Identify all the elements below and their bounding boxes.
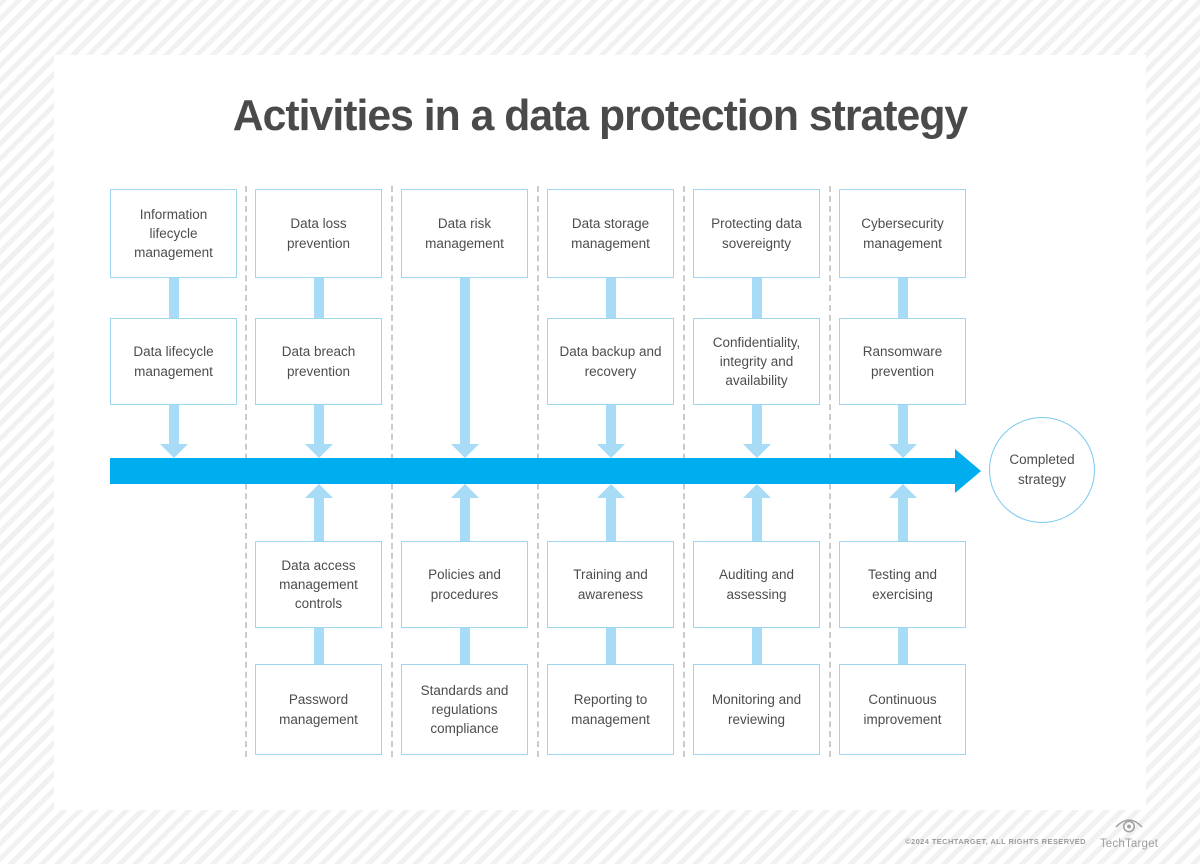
connector xyxy=(898,628,908,664)
activity-box: Ransomware prevention xyxy=(839,318,966,405)
activity-box: Cybersecurity management xyxy=(839,189,966,278)
down-arrow-shaft xyxy=(460,278,470,444)
connector xyxy=(898,278,908,318)
activity-box: Confidentiality, integrity and availabil… xyxy=(693,318,820,405)
activity-box: Data backup and recovery xyxy=(547,318,674,405)
down-arrow-icon xyxy=(451,444,479,458)
activity-box: Training and awareness xyxy=(547,541,674,628)
up-arrow-shaft xyxy=(314,498,324,541)
timeline-arrow-bar xyxy=(110,458,955,484)
connector xyxy=(606,278,616,318)
brand-name: TechTarget xyxy=(1099,838,1159,850)
connector xyxy=(606,628,616,664)
activity-box: Testing and exercising xyxy=(839,541,966,628)
activity-box: Continuous improvement xyxy=(839,664,966,755)
connector xyxy=(314,278,324,318)
up-arrow-shaft xyxy=(752,498,762,541)
down-arrow-shaft xyxy=(898,405,908,444)
activity-box: Data storage management xyxy=(547,189,674,278)
down-arrow-icon xyxy=(889,444,917,458)
up-arrow-icon xyxy=(889,484,917,498)
activity-box: Protecting data sovereignty xyxy=(693,189,820,278)
activity-box: Reporting to management xyxy=(547,664,674,755)
activity-box: Monitoring and reviewing xyxy=(693,664,820,755)
activity-box: Policies and procedures xyxy=(401,541,528,628)
activity-box: Auditing and assessing xyxy=(693,541,820,628)
down-arrow-shaft xyxy=(169,405,179,444)
connector xyxy=(314,628,324,664)
activity-box: Data risk management xyxy=(401,189,528,278)
down-arrow-icon xyxy=(305,444,333,458)
activity-box: Password management xyxy=(255,664,382,755)
page-title: Activities in a data protection strategy xyxy=(232,91,968,140)
activity-box: Data lifecycle management xyxy=(110,318,237,405)
activity-box: Data loss prevention xyxy=(255,189,382,278)
connector xyxy=(169,278,179,318)
connector xyxy=(752,278,762,318)
activity-box: Data breach prevention xyxy=(255,318,382,405)
down-arrow-shaft xyxy=(314,405,324,444)
activity-box: Standards and regulations compliance xyxy=(401,664,528,755)
techtarget-logo: TechTarget xyxy=(1097,817,1161,852)
activity-box: Information lifecycle management xyxy=(110,189,237,278)
up-arrow-icon xyxy=(305,484,333,498)
completed-strategy-circle: Completed strategy xyxy=(989,417,1095,523)
down-arrow-shaft xyxy=(752,405,762,444)
infographic-card: Activities in a data protection strategy… xyxy=(54,55,1146,810)
up-arrow-shaft xyxy=(606,498,616,541)
eye-icon xyxy=(1115,819,1143,833)
down-arrow-icon xyxy=(597,444,625,458)
up-arrow-icon xyxy=(743,484,771,498)
copyright-text: ©2024 TECHTARGET, ALL RIGHTS RESERVED xyxy=(905,837,1086,846)
up-arrow-shaft xyxy=(898,498,908,541)
connector xyxy=(752,628,762,664)
down-arrow-shaft xyxy=(606,405,616,444)
up-arrow-icon xyxy=(597,484,625,498)
up-arrow-icon xyxy=(451,484,479,498)
timeline-arrowhead-icon xyxy=(955,449,981,493)
down-arrow-icon xyxy=(160,444,188,458)
up-arrow-shaft xyxy=(460,498,470,541)
activity-box: Data access management controls xyxy=(255,541,382,628)
connector xyxy=(460,628,470,664)
down-arrow-icon xyxy=(743,444,771,458)
